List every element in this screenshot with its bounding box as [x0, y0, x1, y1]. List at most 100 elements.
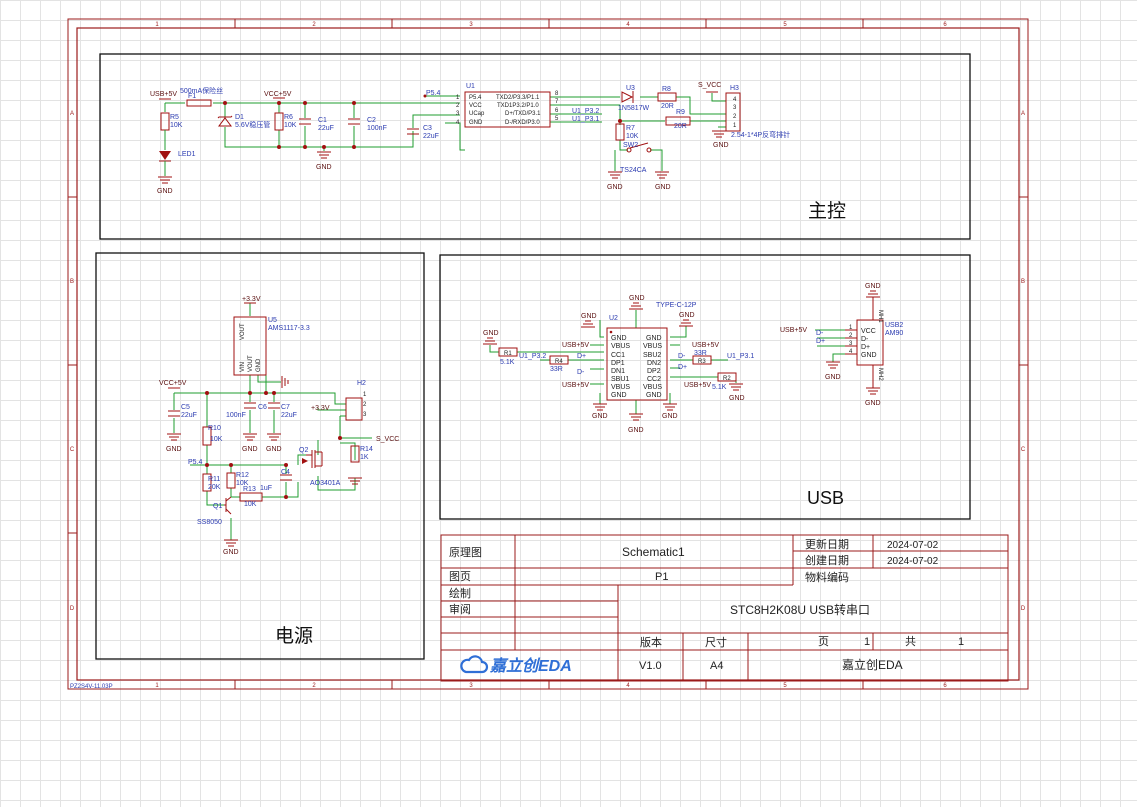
gnd-label: GND	[266, 446, 282, 453]
u1-pin-num: 1	[456, 95, 460, 101]
u2-pin-label: VBUS	[611, 384, 630, 391]
u1-pin-num: 2	[456, 103, 460, 109]
gnd-symbol: GND	[607, 171, 623, 191]
u2-pin-label: DP2	[647, 368, 661, 375]
tb-label-updated: 更新日期	[805, 537, 849, 551]
gnd-label: GND	[628, 427, 644, 434]
gnd-label: GND	[865, 400, 881, 407]
gnd-symbol: GND	[628, 413, 644, 434]
header-h3[interactable]: H3 2.54-1*4P反弯排针 4 3 2 1	[725, 85, 790, 139]
u1-pin-label: VCC	[469, 103, 482, 109]
capacitor-c2[interactable]: C2 100nF	[348, 117, 387, 132]
capacitor-c7[interactable]: C7 22uF	[268, 402, 297, 419]
u2-pin-label: VBUS	[643, 384, 662, 391]
bjt-q1[interactable]: Q1 SS8050	[197, 496, 232, 526]
gnd-symbol	[348, 477, 362, 485]
u2-pin-label: VBUS	[611, 343, 630, 350]
capacitor-c4[interactable]: C4 1uF	[260, 469, 292, 492]
col-label: 6	[943, 22, 947, 28]
pin-num: 2	[849, 333, 853, 339]
col-label: 3	[469, 683, 473, 689]
net-label: +3.3V	[242, 296, 261, 303]
mount-hole-label: MH1	[877, 310, 883, 323]
resistor-r14[interactable]: R14 1K	[350, 445, 373, 463]
capacitor-c1[interactable]: C1 22uF	[299, 117, 334, 132]
net-label-usb5v: USB+5V	[692, 342, 719, 349]
power-section-box	[95, 252, 425, 660]
resistor-r11[interactable]: R11 20K	[202, 473, 221, 492]
led-led1[interactable]: LED1	[159, 151, 196, 176]
component-ref: USB2	[885, 322, 903, 329]
vcc5v-port: VCC+5V	[264, 91, 292, 99]
pin-num: 1	[849, 325, 853, 331]
component-ref: R1	[504, 351, 512, 357]
net-label-dminus: D-	[577, 369, 585, 376]
net-label: USB+5V	[150, 91, 177, 98]
component-value: TYPE-C-12P	[656, 302, 697, 309]
gnd-label: GND	[483, 330, 499, 337]
component-ref: R10	[208, 425, 221, 432]
component-value: 10K	[626, 133, 639, 140]
resistor-r6[interactable]: R6 10K	[274, 112, 297, 131]
resistor-r9[interactable]: R9 20R	[665, 109, 691, 130]
resistor-r5[interactable]: R5 10K	[160, 112, 183, 150]
component-value: 1uF	[260, 485, 272, 492]
resistor-r8[interactable]: R8 20R	[657, 86, 677, 110]
fuse-f1[interactable]: F1 500mA保险丝	[180, 86, 223, 107]
component-ref: SW2	[623, 142, 638, 149]
resistor-r4[interactable]: R4 33R	[549, 355, 569, 373]
tb-label-created: 创建日期	[805, 553, 849, 567]
component-value: 5.6V稳压管	[235, 120, 270, 129]
chip-u1[interactable]: U1 P5.4 VCC UCap GND TXD2/P3.3/P1.1 TXD1…	[456, 83, 559, 128]
gnd-label: GND	[223, 549, 239, 556]
u2-pin-label: CC1	[611, 352, 625, 359]
tb-label-size: 尺寸	[705, 635, 727, 649]
u2-pin-label: GND	[611, 392, 627, 399]
resistor-r7[interactable]: R7 10K	[615, 123, 639, 141]
gnd-up-symbol: GND	[865, 283, 881, 320]
component-ref: R8	[662, 86, 671, 93]
u2-pin-label: DP1	[611, 360, 625, 367]
mosfet-q2[interactable]: Q2 AO3401A	[299, 447, 341, 487]
chip-u2[interactable]: U2 TYPE-C-12P GND VBUS CC1 DP1 DN1 SBU1 …	[606, 302, 697, 401]
gnd-symbol: GND	[266, 433, 282, 453]
resistor-r2[interactable]: R2 5.1K	[712, 372, 737, 391]
component-ref: R2	[723, 376, 731, 382]
component-ref: R3	[698, 359, 706, 365]
power-junctions	[205, 391, 342, 499]
capacitor-c6[interactable]: C6 100nF	[226, 402, 267, 419]
row-label: C	[1021, 447, 1026, 453]
capacitor-c5[interactable]: C5 22uF	[168, 404, 197, 419]
tb-label-drawn: 绘制	[449, 586, 471, 600]
gnd-label: GND	[581, 313, 597, 320]
net-label-usb5v: USB+5V	[562, 382, 589, 389]
switch-sw2[interactable]: SW2 TS24CA	[620, 142, 652, 174]
net-label: VCC+5V	[159, 380, 187, 387]
component-value: 22uF	[181, 412, 197, 419]
col-label: 4	[626, 683, 630, 689]
connector-usb2[interactable]: USB2 AM90 VCC D- D+ GND 1 2 3 4 MH1 MH2	[845, 310, 903, 381]
component-value: 5.1K	[500, 359, 515, 366]
net-label-3v3b: +3.3V	[311, 405, 330, 412]
gnd-label: GND	[729, 395, 745, 402]
component-ref: R4	[555, 359, 563, 365]
component-ref: U2	[609, 315, 618, 322]
gnd-symbol: GND	[316, 151, 332, 171]
resistor-r12[interactable]: R12 10K	[226, 472, 249, 489]
gnd-symbol: GND	[592, 403, 608, 420]
resistor-r3[interactable]: R3 33R	[692, 350, 712, 365]
header-h2[interactable]: H2 1 2 3	[345, 380, 367, 421]
net-label-dplus: D+	[577, 353, 586, 360]
capacitor-c3[interactable]: C3 22uF	[407, 125, 439, 140]
tb-label-reviewed: 审阅	[449, 602, 471, 616]
tb-created-date: 2024-07-02	[887, 556, 939, 567]
net-label-u1-p31: U1_P3.1	[572, 116, 599, 123]
zener-d1[interactable]: D1 5.6V稳压管	[217, 114, 270, 129]
diode-u3[interactable]: U3 1N5817W	[618, 85, 650, 112]
resistor-r13[interactable]: R13 10K	[239, 486, 263, 508]
regulator-u5[interactable]: U5 AMS1117-3.3 VOUT VIN VOUT GND	[233, 316, 310, 376]
resistor-r1[interactable]: R1 5.1K	[498, 347, 518, 366]
component-ref: R9	[676, 109, 685, 116]
resistor-r10[interactable]: R10 10K	[202, 425, 223, 446]
